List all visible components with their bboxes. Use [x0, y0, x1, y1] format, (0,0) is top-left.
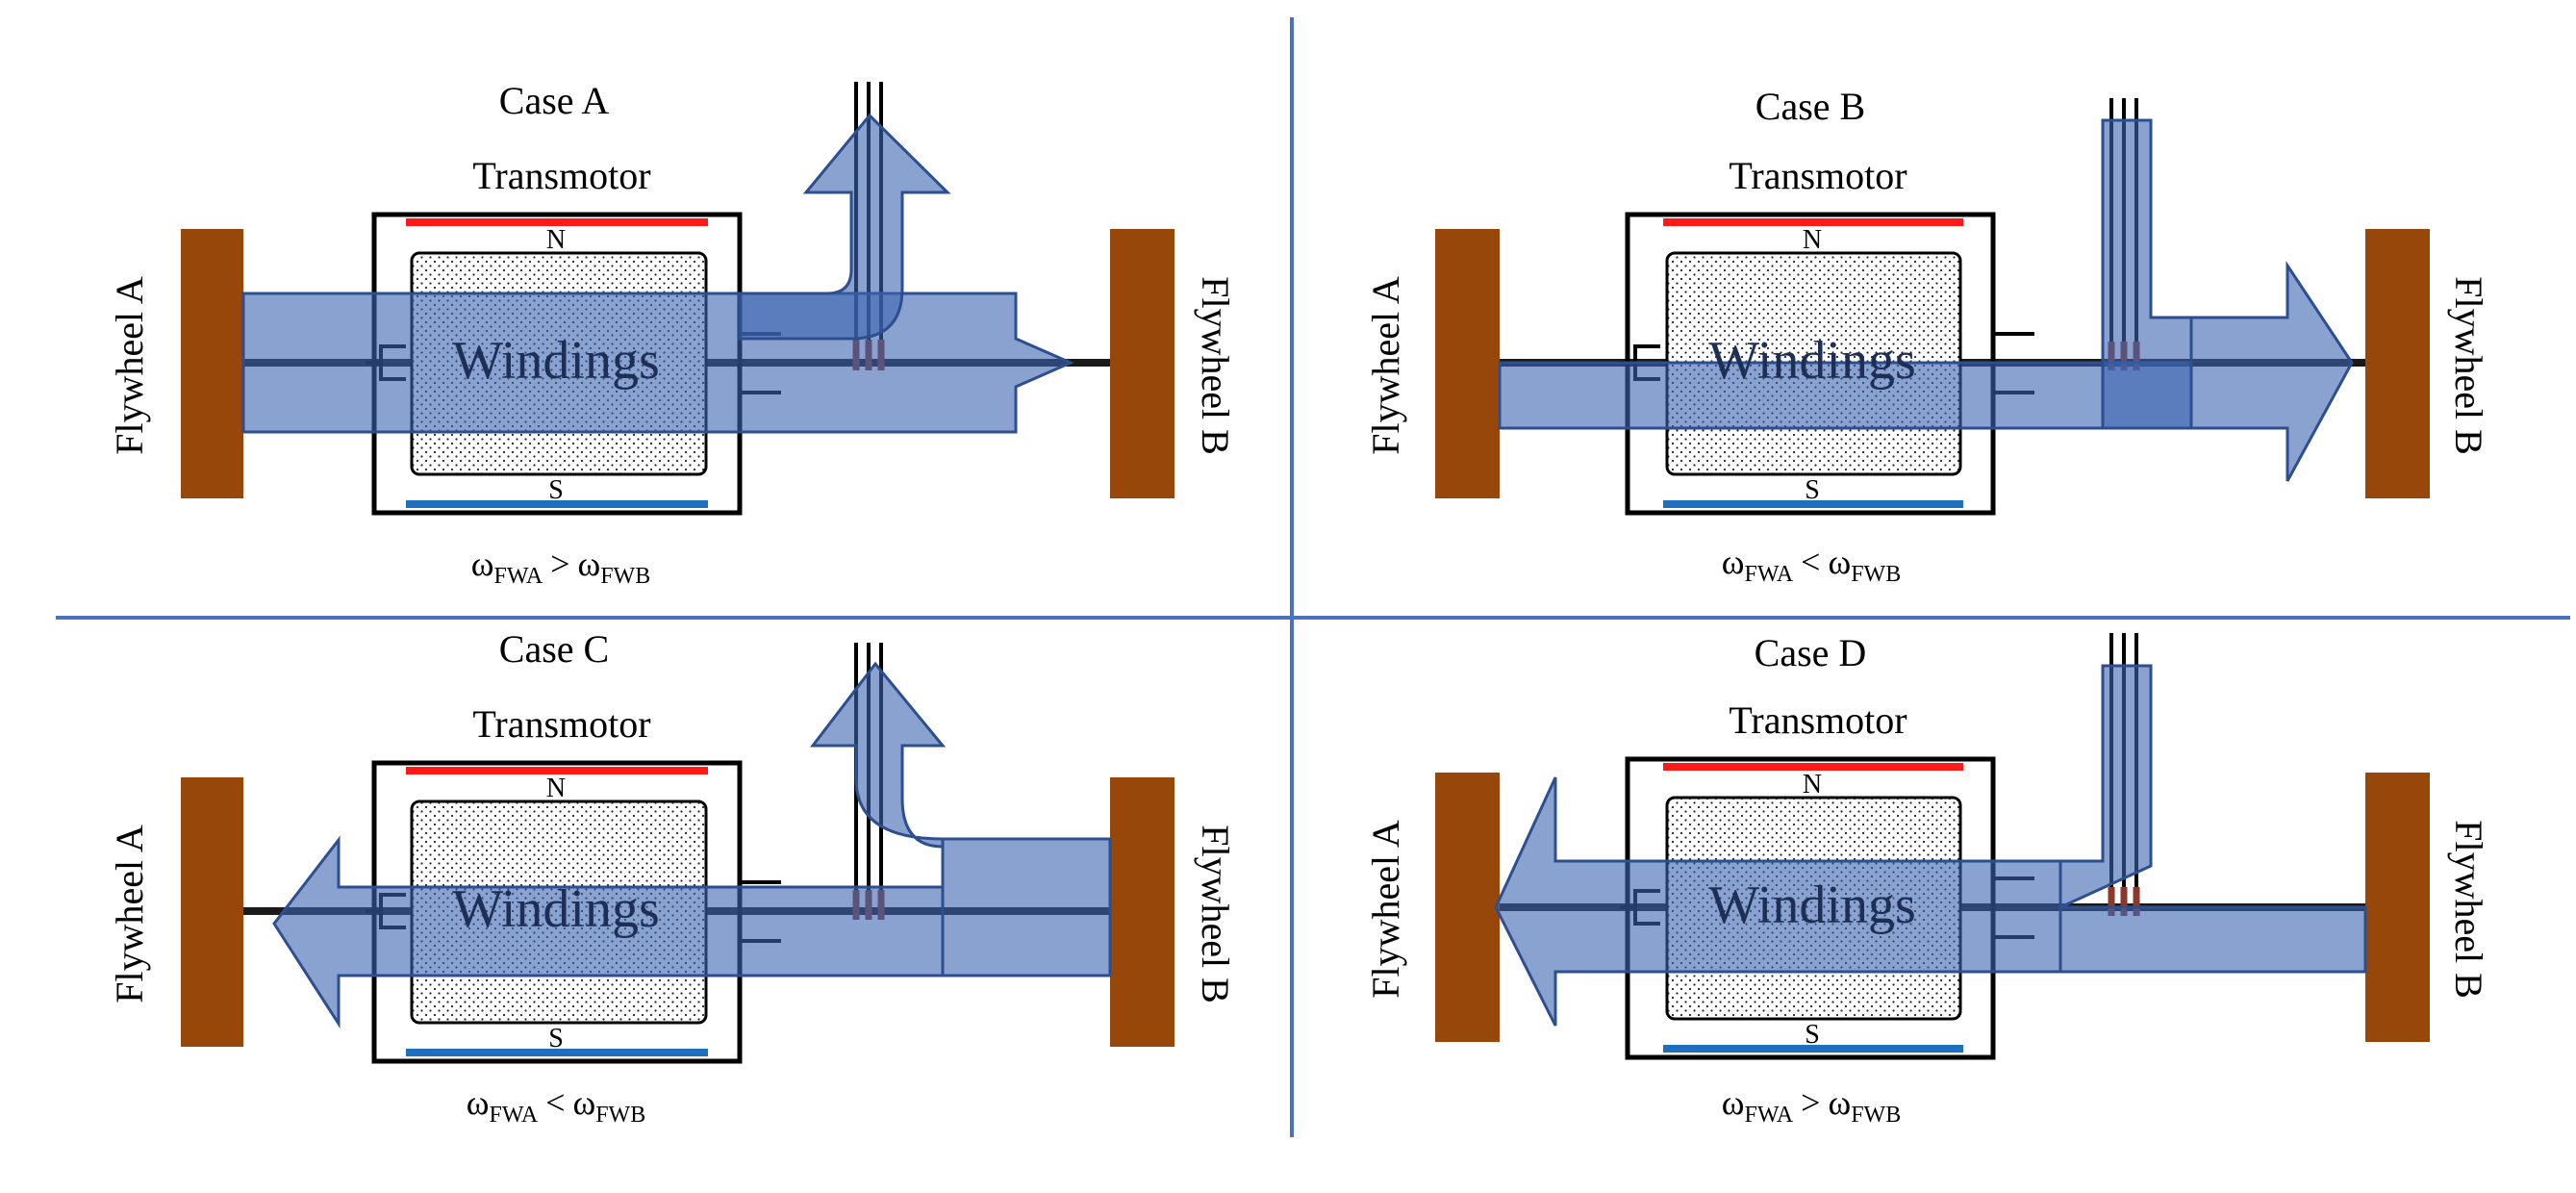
case-a-flywheel-b-label: Flywheel B [1194, 276, 1237, 455]
case-a-flywheel-a [181, 229, 243, 498]
case-a-flow-arrow-to-grid [738, 113, 951, 341]
case-d-flywheel-b-label: Flywheel B [2447, 820, 2490, 999]
case-d-title: Case D [1755, 631, 1867, 674]
case-a-speed-relation: ωFWA>ωFWB [471, 545, 650, 589]
case-c-panel: Case C Transmotor Flywheel A Flywheel B … [108, 627, 1237, 1128]
case-a-flywheel-a-label: Flywheel A [108, 276, 151, 455]
case-d-flow-arrow-from-grid [2058, 664, 2153, 910]
case-d-north-magnet [1663, 763, 1963, 771]
case-c-north-label: N [546, 774, 566, 803]
case-a-south-label: S [548, 475, 564, 505]
case-d-speed-relation: ωFWA>ωFWB [1722, 1083, 1901, 1128]
case-c-transmotor-label: Transmotor [472, 702, 650, 746]
case-d-flow-arrow-from-b [2058, 905, 2367, 974]
case-b-flow-arrow-from-grid [2101, 118, 2193, 430]
case-b-north-label: N [1803, 225, 1822, 255]
case-c-flywheel-b [1110, 777, 1174, 1047]
case-a-transmotor-label: Transmotor [472, 154, 650, 197]
case-c-title: Case C [499, 627, 609, 671]
case-b-flywheel-b-label: Flywheel B [2447, 276, 2490, 455]
case-d-south-magnet [1663, 1045, 1963, 1053]
case-a-title: Case A [499, 79, 610, 122]
case-b-flywheel-a [1435, 229, 1500, 498]
case-c-flow-arrow-from-b [941, 837, 1112, 977]
case-c-flow-arrow-to-grid [809, 661, 947, 849]
case-a-south-magnet [406, 500, 708, 508]
case-a-windings-label: Windings [452, 331, 660, 391]
case-a-panel: Case A Transmotor Flywheel A Flywheel B … [108, 79, 1237, 589]
case-b-panel: Case B Transmotor Flywheel A Flywheel B … [1364, 85, 2490, 587]
case-b-flywheel-a-label: Flywheel A [1364, 276, 1407, 455]
case-b-flow-arrow-to-b [2189, 261, 2354, 482]
case-c-speed-relation: ωFWA<ωFWB [467, 1083, 645, 1128]
case-b-flywheel-b [2365, 229, 2430, 498]
case-a-north-magnet [406, 218, 708, 226]
case-d-transmotor-label: Transmotor [1729, 698, 1907, 742]
case-d-flow-arrow-to-a [1494, 776, 2062, 1027]
case-b-transmotor-label: Transmotor [1729, 154, 1907, 197]
case-b-speed-relation: ωFWA<ωFWB [1722, 543, 1901, 587]
case-d-north-label: N [1803, 770, 1822, 800]
case-b-title: Case B [1755, 85, 1865, 128]
case-c-flywheel-a [181, 777, 243, 1047]
case-c-south-label: S [548, 1024, 564, 1053]
case-c-flywheel-b-label: Flywheel B [1194, 825, 1237, 1003]
case-c-south-magnet [406, 1049, 708, 1056]
case-b-north-magnet [1663, 218, 1963, 226]
case-d-flywheel-a [1435, 773, 1500, 1042]
case-c-windings-label: Windings [452, 879, 660, 939]
case-b-windings-label: Windings [1708, 331, 1916, 391]
case-b-south-magnet [1663, 500, 1963, 508]
case-c-flywheel-a-label: Flywheel A [108, 825, 151, 1003]
case-c-flow-arrow-to-a [272, 835, 945, 1029]
case-a-flywheel-b [1110, 229, 1174, 498]
case-d-panel: Case D Transmotor Flywheel A Flywheel B … [1364, 631, 2490, 1128]
case-b-south-label: S [1805, 475, 1820, 505]
case-d-south-label: S [1805, 1020, 1820, 1050]
case-a-north-label: N [546, 225, 566, 255]
case-c-north-magnet [406, 767, 708, 774]
case-d-windings-label: Windings [1708, 876, 1916, 935]
case-d-flywheel-b [2365, 773, 2430, 1042]
case-d-flywheel-a-label: Flywheel A [1364, 820, 1407, 999]
